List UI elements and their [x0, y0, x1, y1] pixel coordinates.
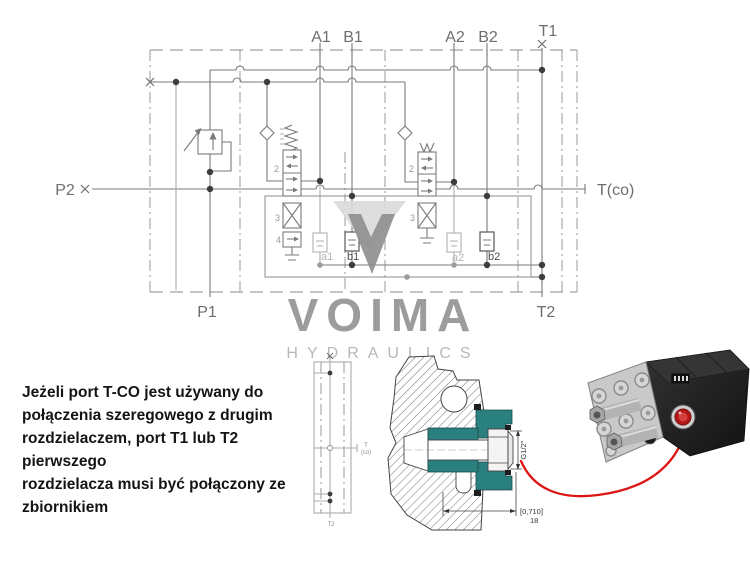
directional-valve-1: 2 3 4 — [274, 124, 320, 261]
port-p2-label: P2 — [55, 182, 75, 199]
pilot-b2-label: b2 — [488, 251, 500, 263]
port-t1-label: T1 — [539, 23, 558, 40]
junction-dots — [172, 66, 546, 281]
port-b2-label: B2 — [478, 29, 498, 46]
valve1-section-4-label: 4 — [276, 235, 281, 245]
depth-dimension: [0,710] 18 — [442, 472, 543, 525]
o-ring-sections — [474, 404, 511, 496]
logo-v-icon — [348, 214, 395, 274]
valve-block-render — [587, 349, 750, 463]
housing-bore-hole — [440, 385, 468, 413]
pilot-a1-label: a1 — [321, 251, 333, 263]
check-valve-1 — [259, 82, 283, 182]
port-p1-label: P1 — [197, 304, 217, 321]
depth-dim-label: [0,710] — [520, 507, 543, 516]
pressure-relief-valve — [183, 128, 232, 172]
watermark: VOIMA HYDRAULICS — [286, 201, 479, 362]
note-line: rozdzielacza musi być połączony ze — [22, 476, 286, 493]
fitting-cross-section: G1/2" [0,710] 18 — [387, 355, 543, 531]
note-line: rozdzielaczem, port T1 lub T2 pierwszego — [22, 430, 239, 470]
hex-coupler — [487, 428, 514, 472]
main-schematic: 2 3 4 2 3 — [55, 23, 634, 321]
red-cap-port — [670, 404, 696, 430]
port-labels: A1 B1 A2 B2 T1 P2 T(co) P1 T2 — [55, 23, 634, 321]
logo-triangle-icon — [333, 201, 406, 250]
note-text: Jeżeli port T-CO jest używany do połącze… — [22, 381, 314, 519]
port-a2-label: A2 — [445, 29, 465, 46]
spool-rod-2 — [606, 424, 659, 451]
check-valve-2 — [397, 82, 418, 183]
pilot-caps: a1 b1 a2 b2 — [312, 231, 500, 264]
brand-tagline: HYDRAULICS — [286, 345, 479, 362]
directional-valve-2: 2 3 — [409, 142, 454, 244]
mini-t-label: T — [364, 443, 368, 449]
pilot-b1-label: b1 — [347, 251, 359, 263]
manifold-box — [264, 195, 542, 278]
valve2-section-3-label: 3 — [410, 213, 415, 223]
port-b1-label: B1 — [343, 29, 363, 46]
port-tco-label: T(co) — [597, 182, 634, 199]
mini-port-diagram: T (co) T2 — [313, 352, 371, 528]
note-line: połączenia szeregowego z drugim — [22, 407, 273, 424]
valve-block-boundary — [149, 49, 578, 293]
thread-dim-label: G1/2" — [519, 440, 528, 459]
block-section-grooves — [675, 352, 727, 378]
valve2-section-2-label: 2 — [409, 164, 414, 174]
brand-name: VOIMA — [288, 289, 479, 341]
port-t2-label: T2 — [537, 304, 556, 321]
note-line: Jeżeli port T-CO jest używany do — [22, 384, 264, 401]
callout-curve — [519, 431, 687, 498]
thread-dimension: G1/2" — [510, 430, 528, 470]
plug-x-marks — [80, 39, 547, 194]
bolt-hole-centers — [596, 377, 651, 432]
note-line: zbiornikiem — [22, 499, 109, 516]
pilot-a2-label: a2 — [452, 252, 464, 264]
pressure-rails — [92, 65, 586, 194]
valve1-section-3-label: 3 — [275, 213, 280, 223]
connector-label — [670, 372, 691, 385]
port-a1-label: A1 — [311, 29, 331, 46]
depth-mm-label: 18 — [530, 516, 538, 525]
bolt-holes — [591, 372, 656, 457]
spool-rod-1 — [589, 397, 642, 424]
mini-co-label: (co) — [361, 450, 371, 456]
mini-t2-label: T2 — [327, 522, 335, 528]
valve1-section-2-label: 2 — [274, 164, 279, 174]
